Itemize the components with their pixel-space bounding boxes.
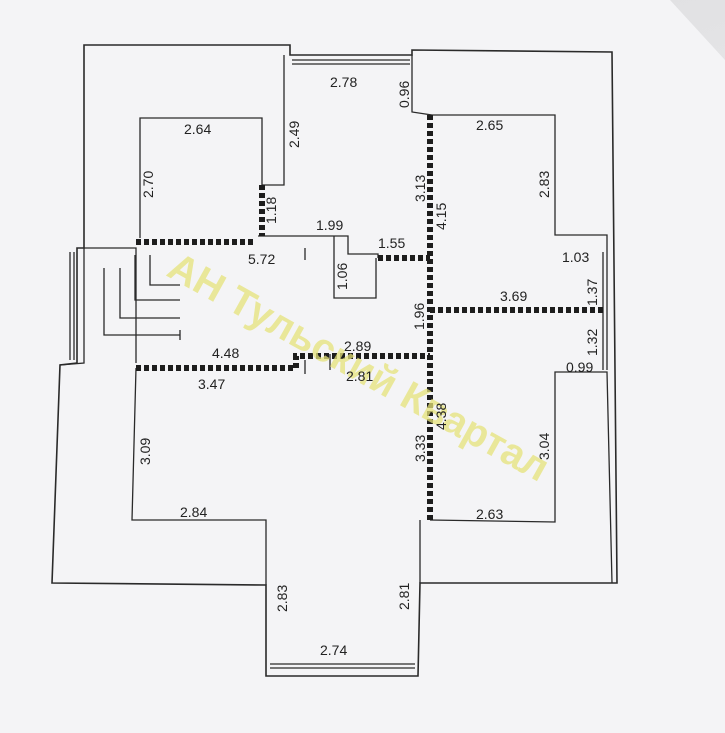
dim-2-65: 2.65 — [476, 117, 503, 133]
dim-2-81-mid: 2.81 — [346, 368, 373, 384]
dim-1-18: 1.18 — [263, 197, 279, 224]
dim-1-55: 1.55 — [378, 235, 405, 251]
dim-2-84: 2.84 — [180, 504, 207, 520]
outer-outline — [51, 44, 618, 677]
dim-3-13: 3.13 — [412, 175, 428, 202]
dim-2-78: 2.78 — [330, 74, 357, 90]
dim-5-72: 5.72 — [248, 251, 275, 267]
dim-1-99: 1.99 — [316, 217, 343, 233]
dim-1-37: 1.37 — [584, 279, 600, 306]
dim-2-81-bottom: 2.81 — [396, 583, 412, 610]
dim-2-83-bottom: 2.83 — [274, 585, 290, 612]
dim-1-06: 1.06 — [334, 263, 350, 290]
dim-3-33: 3.33 — [412, 435, 428, 462]
dim-3-69: 3.69 — [500, 288, 527, 304]
dim-4-15: 4.15 — [433, 203, 449, 230]
dim-2-70: 2.70 — [140, 171, 156, 198]
dim-2-49: 2.49 — [286, 121, 302, 148]
dim-0-96: 0.96 — [396, 81, 412, 108]
dim-2-63: 2.63 — [476, 506, 503, 522]
dim-2-83-top: 2.83 — [536, 171, 552, 198]
dim-4-48: 4.48 — [212, 345, 239, 361]
dim-3-47: 3.47 — [198, 376, 225, 392]
dim-2-64: 2.64 — [184, 121, 211, 137]
dimension-labels: 2.78 0.96 2.49 2.64 2.70 1.18 1.99 5.72 … — [137, 74, 600, 658]
dim-3-04: 3.04 — [536, 433, 552, 460]
dim-2-89: 2.89 — [344, 338, 371, 354]
dim-1-03: 1.03 — [562, 249, 589, 265]
dim-0-99: 0.99 — [566, 359, 593, 375]
dim-1-96: 1.96 — [411, 303, 427, 330]
interior-walls — [59, 55, 613, 669]
bearing-walls — [136, 115, 603, 520]
dim-3-09: 3.09 — [137, 438, 153, 465]
dim-4-38: 4.38 — [433, 403, 449, 430]
dim-1-32: 1.32 — [584, 329, 600, 356]
dim-2-74: 2.74 — [320, 642, 347, 658]
